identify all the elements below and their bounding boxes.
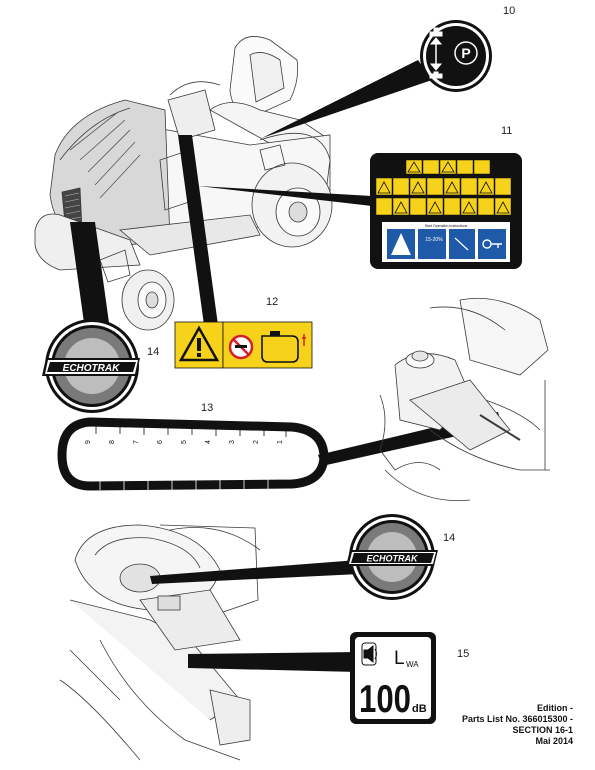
scale-number: 9 [85, 440, 92, 444]
decal-12-fuel-warning [174, 135, 313, 369]
logo-text-upper: ECHOTRAK [63, 363, 120, 374]
svg-text:P: P [461, 45, 470, 61]
callout-14-upper: 14 [147, 346, 160, 358]
decal-11-subtitle: Start Operation Instructions [425, 224, 468, 228]
decal-10-parking-brake: P [262, 20, 492, 138]
scale-number: 3 [229, 440, 236, 444]
noise-unit: dB [412, 703, 427, 715]
logo-text-lower: ECHOTRAK [367, 554, 419, 564]
footer-parts-list: Parts List No. 366015300 - [461, 714, 573, 724]
footer-date: Mai 2014 [535, 736, 573, 746]
scale-number: 2 [253, 440, 260, 444]
footer-section: SECTION 16-1 [512, 725, 573, 735]
decal-11-start-instructions: Start Operation Instructions 15-20% [198, 153, 522, 269]
noise-value: 100 [359, 678, 411, 721]
lwa-wa: WA [406, 660, 419, 669]
callout-12: 12 [266, 296, 279, 308]
scale-number: 7 [133, 440, 140, 444]
scale-number: 1 [277, 440, 284, 444]
callout-10: 10 [503, 5, 516, 17]
decal-14-logo-upper: ECHOTRAK [42, 222, 140, 413]
callout-15: 15 [457, 648, 470, 660]
dashboard-drawing [59, 524, 261, 761]
scale-number: 5 [181, 440, 188, 444]
callout-14-lower: 14 [443, 532, 456, 544]
document-footer: Edition - Parts List No. 366015300 - SEC… [462, 703, 573, 747]
lwa-l: L [394, 648, 405, 669]
decal-15-noise-level: L WA 100 dB [188, 632, 436, 724]
decal-14-logo-lower: ECHOTRAK [150, 514, 438, 600]
callout-11: 11 [501, 125, 513, 137]
callout-13: 13 [201, 402, 214, 414]
scale-number: 8 [109, 440, 116, 444]
decal-11-slope-text: 15-20% [425, 237, 443, 243]
engine-drawing [379, 297, 550, 501]
scale-number: 6 [157, 440, 164, 444]
scale-number: 4 [205, 440, 212, 444]
footer-edition: Edition - [537, 703, 573, 713]
